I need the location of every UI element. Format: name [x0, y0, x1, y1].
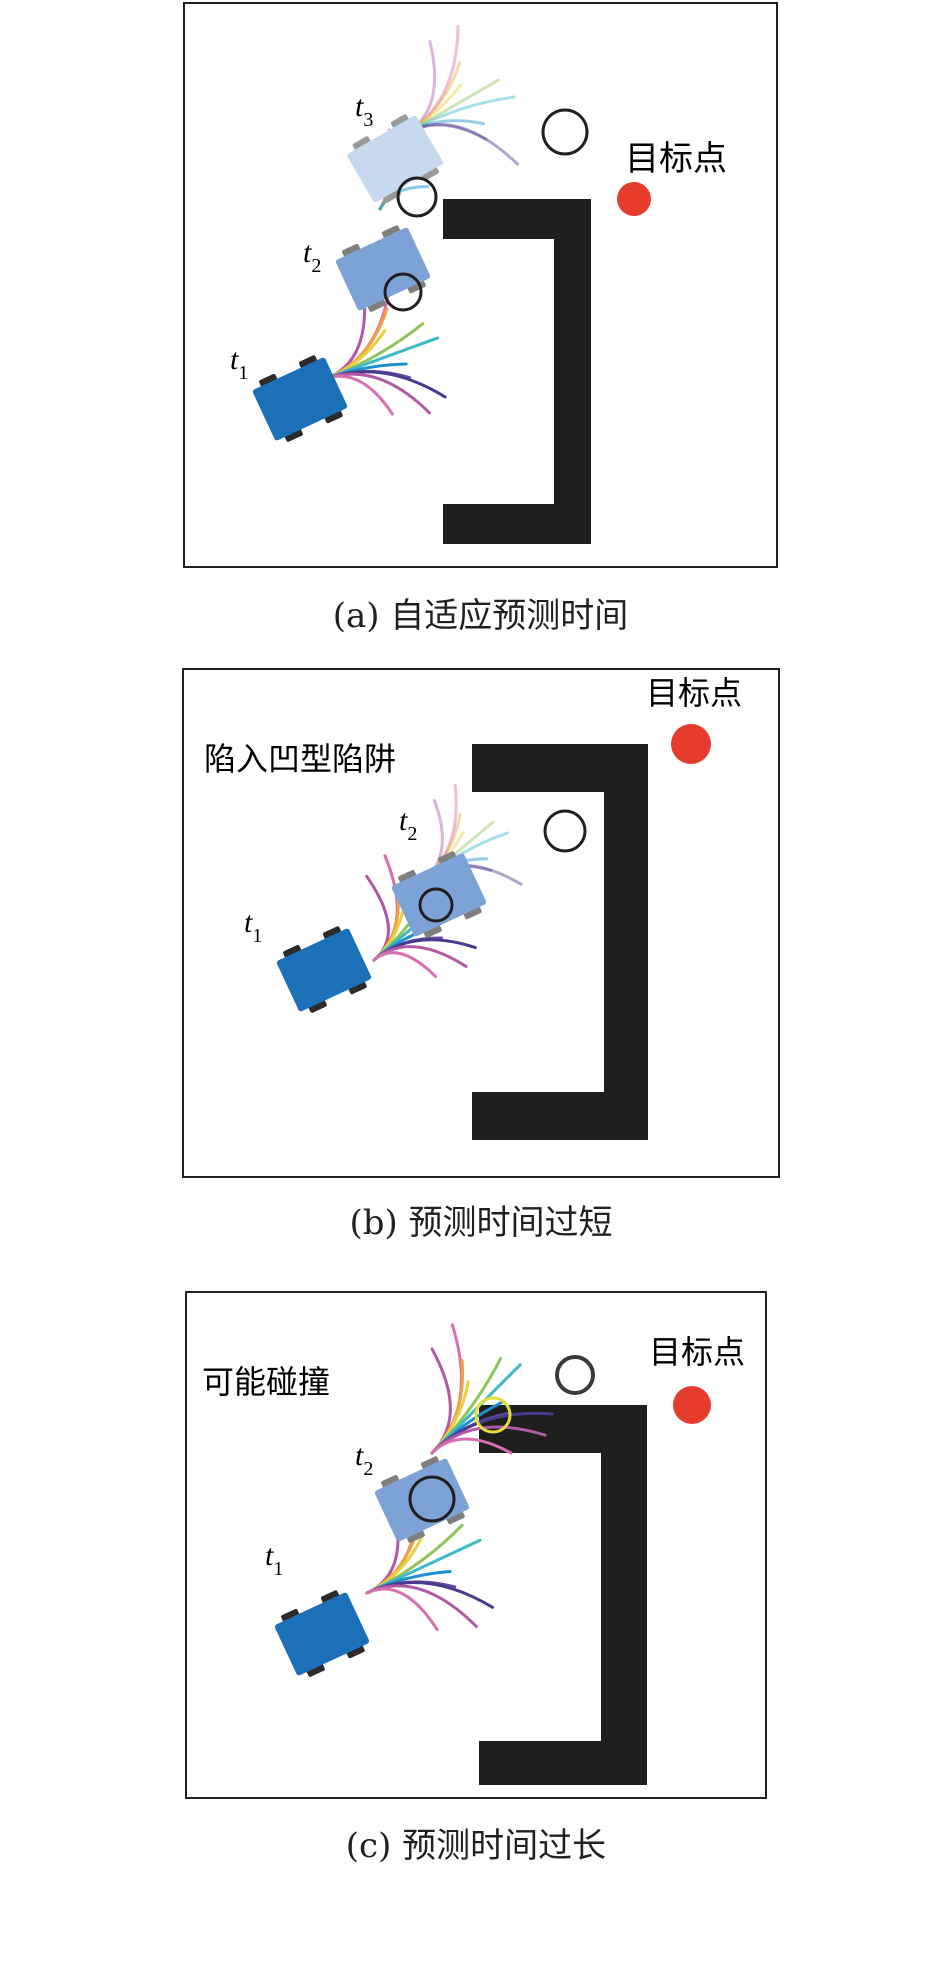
robot-wheel — [259, 373, 278, 388]
collision-note: 可能碰撞 — [202, 1363, 330, 1401]
robot-wheel — [398, 869, 417, 884]
caption-b: (b) 预测时间过短 — [349, 1203, 613, 1243]
robot-t1 — [252, 355, 348, 442]
robot-wheel — [348, 980, 367, 995]
robot-wheel — [298, 355, 318, 369]
robot-wheel — [320, 1590, 340, 1604]
robot-t1 — [276, 926, 372, 1013]
time-label-t1: t1 — [265, 1539, 283, 1580]
robot-wheel — [346, 1644, 365, 1659]
robot-t3 — [347, 114, 443, 203]
panel-a: 目标点 t3 t2 t1 — [183, 2, 778, 568]
robot-wheel — [281, 1608, 300, 1623]
robot-wheel — [322, 926, 342, 940]
robot-wheel — [437, 851, 457, 865]
time-label-t2: t2 — [303, 236, 321, 277]
goal-label: 目标点 — [625, 139, 727, 179]
caption-a: (a) 自适应预测时间 — [332, 596, 629, 636]
robot-t2 — [391, 851, 487, 938]
robot-body — [335, 227, 431, 311]
panel-c-scene: 目标点 可能碰撞 t2 t1 — [202, 1323, 745, 1785]
prediction-circle-far — [555, 1355, 595, 1395]
robot-wheel — [308, 999, 327, 1013]
prediction-circle-t1 — [383, 272, 423, 312]
trajectory-curve — [430, 1437, 513, 1455]
trap-note: 陷入凹型陷阱 — [204, 740, 396, 778]
prediction-circle-t2 — [543, 809, 587, 853]
caption-c: (c) 预测时间过长 — [345, 1826, 607, 1866]
panel-a-scene: 目标点 t3 t2 t1 — [230, 25, 727, 544]
robot-wheel — [382, 188, 401, 203]
robot-body — [347, 115, 443, 203]
robot-body — [252, 357, 348, 441]
goal-point — [617, 182, 651, 216]
goal-point — [671, 724, 711, 764]
time-label-t2: t2 — [399, 804, 417, 845]
time-label-t1: t1 — [244, 906, 262, 947]
robot-wheel — [390, 114, 409, 129]
robot-t2 — [374, 1456, 470, 1543]
robot-wheel — [324, 409, 343, 424]
panel-b: 目标点 陷入凹型陷阱 t2 t1 — [182, 668, 780, 1178]
goal-label: 目标点 — [646, 674, 742, 712]
robot-wheel — [352, 136, 371, 151]
robot-wheel — [283, 944, 302, 959]
robot-wheel — [463, 905, 482, 920]
trajectory-fan-t1 — [365, 1472, 495, 1631]
collision-circle — [474, 1396, 512, 1434]
robot-t1 — [274, 1590, 370, 1677]
robot-wheel — [446, 1510, 465, 1525]
u-trap-wall — [443, 199, 591, 544]
robot-wheel — [342, 243, 361, 258]
time-label-t1: t1 — [230, 343, 248, 384]
u-trap-wall — [472, 744, 648, 1140]
robot-body — [374, 1458, 470, 1542]
robot-wheel — [420, 166, 439, 181]
robot-wheel — [381, 225, 401, 239]
prediction-circle-t2 — [408, 1475, 456, 1523]
robot-wheel — [367, 298, 386, 312]
robot-body — [276, 928, 372, 1012]
robot-wheel — [381, 1474, 400, 1489]
robot-body — [391, 853, 487, 937]
u-trap-wall — [479, 1405, 647, 1785]
goal-point — [673, 1386, 711, 1424]
robot-wheel — [420, 1456, 440, 1470]
trajectory-curve — [365, 1587, 439, 1631]
robot-wheel — [306, 1663, 325, 1677]
robot-wheel — [284, 428, 303, 442]
robot-body — [274, 1592, 370, 1676]
robot-wheel — [407, 279, 426, 294]
robot-wheel — [406, 1529, 425, 1543]
panel-c: 目标点 可能碰撞 t2 t1 — [185, 1291, 767, 1799]
robot-wheel — [423, 924, 442, 938]
trajectory-curve — [372, 951, 438, 979]
robot-t2 — [335, 225, 431, 312]
time-label-t2: t2 — [355, 1439, 373, 1480]
time-label-t3: t3 — [355, 90, 373, 131]
prediction-circle-t1 — [418, 887, 454, 923]
prediction-circle-t2 — [396, 176, 438, 218]
panel-b-scene: 目标点 陷入凹型陷阱 t2 t1 — [204, 674, 742, 1140]
prediction-circle-t3 — [541, 108, 589, 156]
goal-label: 目标点 — [649, 1333, 745, 1371]
